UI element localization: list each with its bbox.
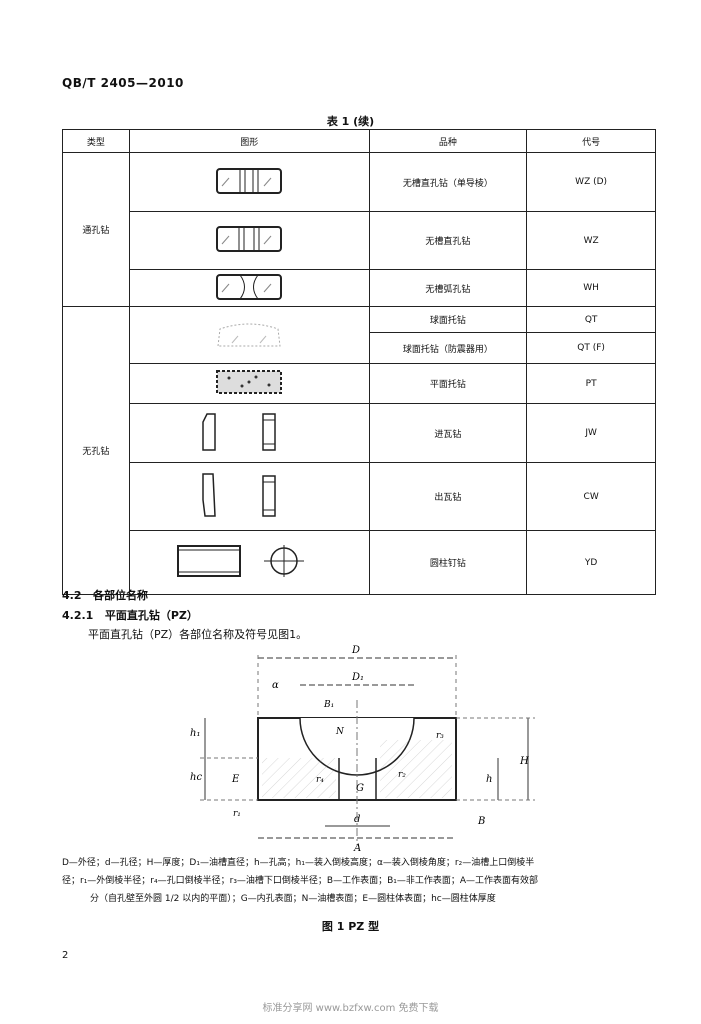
caption-line-3: 分（自孔壁至外圆 1/2 以内的平面）；G—内孔表面；N—油槽表面；E—圆柱体表… <box>90 894 496 904</box>
label-r1: r₁ <box>233 809 241 819</box>
variety-table: 类型 图形 品种 代号 通孔钻 无槽直孔钻（单导棱） WZ (D) 无槽直 <box>62 129 656 595</box>
code-cell: WZ <box>526 211 656 270</box>
shape-flat-support-icon <box>216 370 283 394</box>
header-code: 代号 <box>526 129 656 153</box>
variety-cell: 球面托钻（防震器用） <box>368 332 528 364</box>
standard-code: QB/T 2405—2010 <box>62 76 184 90</box>
variety-cell: 出瓦钻 <box>368 462 528 531</box>
figure-title: 图 1 PZ 型 <box>321 920 380 933</box>
figure-cell <box>128 306 370 364</box>
label-B1: B₁ <box>323 700 334 710</box>
table-row: 无槽弧孔钻 WH <box>63 269 656 307</box>
code-cell: QT <box>526 306 656 333</box>
label-h: h <box>486 774 492 785</box>
code-cell: QT (F) <box>526 332 656 364</box>
label-alpha: α <box>272 680 279 691</box>
section-title: 平面直孔钻（PZ） <box>104 609 198 622</box>
label-d: d <box>354 814 360 825</box>
variety-cell: 圆柱钉钻 <box>368 530 528 595</box>
figure-cell <box>128 152 370 212</box>
code-cell: CW <box>526 462 656 531</box>
table-row: 通孔钻 无槽直孔钻（单导棱） WZ (D) <box>62 152 656 307</box>
shape-arc-hole-icon <box>216 273 283 300</box>
header-type: 类型 <box>62 129 130 153</box>
caption-line-2: 径；r₁—外倒棱半径；r₄—孔口倒棱半径；r₃—油槽下口倒棱半径；B—工作表面；… <box>62 876 539 886</box>
shape-cylinder-pin-icon <box>177 545 305 577</box>
code-cell: JW <box>526 403 656 463</box>
figure-cell <box>128 211 370 270</box>
table-header-row: 类型 图形 品种 代号 <box>62 129 656 153</box>
figure-cell <box>128 363 370 404</box>
label-D1: D₁ <box>351 672 364 683</box>
variety-cell: 球面托钻 <box>368 306 528 333</box>
paragraph: 平面直孔钻（PZ）各部位名称及符号见图1。 <box>88 628 308 641</box>
shape-spherical-support-icon <box>217 323 281 346</box>
caption-line-1: D—外径；d—孔径；H—厚度；D₁—油槽直径；h—孔高；h₁—装入倒棱高度；α—… <box>62 858 535 868</box>
section-4-2-1: 4.2.1 平面直孔钻（PZ） <box>62 607 198 623</box>
label-hc: hc <box>190 772 202 783</box>
variety-cell: 无槽弧孔钻 <box>368 269 528 307</box>
type-cell: 无孔钻 <box>62 306 130 595</box>
code-cell: WH <box>526 269 656 307</box>
label-r3: r₃ <box>436 731 444 741</box>
label-H: H <box>519 756 529 767</box>
table-row: 进瓦钻 JW <box>63 403 656 463</box>
figure-cell <box>128 530 370 595</box>
label-A: A <box>353 843 361 854</box>
type-cell: 通孔钻 <box>62 152 130 307</box>
shape-straight-hole-icon <box>216 226 283 252</box>
figure-cell <box>128 269 370 307</box>
code-cell: WZ (D) <box>526 152 656 212</box>
header-figure: 图形 <box>128 129 370 153</box>
figure-cell <box>128 462 370 531</box>
variety-cell: 无槽直孔钻 <box>368 211 528 270</box>
label-G: G <box>356 783 364 794</box>
label-r2: r₂ <box>398 770 406 780</box>
section-number: 4.2 <box>62 589 82 602</box>
pz-diagram: D D₁ α B₁ N r₃ h₁ hc h H E r₄ G r₂ r₁ B … <box>190 645 535 854</box>
section-number: 4.2.1 <box>62 609 94 622</box>
table-row: 出瓦钻 CW <box>63 462 656 531</box>
label-N: N <box>335 727 345 737</box>
section-4-2: 4.2 各部位名称 <box>62 587 148 603</box>
table-row: 圆柱钉钻 YD <box>63 530 656 595</box>
section-title: 各部位名称 <box>93 589 148 602</box>
shape-straight-hole-single-icon <box>216 167 283 194</box>
table-title: 表 1 (续) <box>326 115 375 128</box>
label-r4: r₄ <box>316 775 324 785</box>
shape-entry-jewel-icon <box>202 412 276 451</box>
label-B: B <box>477 816 485 827</box>
table-row: 无孔钻 球面托钻 QT <box>62 306 656 595</box>
watermark: 标准分享网 www.bzfxw.com 免费下载 <box>262 1003 439 1014</box>
variety-cell: 平面托钻 <box>368 363 528 404</box>
table-row: 平面托钻 PT <box>63 363 656 404</box>
page-number: 2 <box>62 950 69 961</box>
table-row: 无槽直孔钻 WZ <box>63 211 656 270</box>
variety-cell: 无槽直孔钻（单导棱） <box>368 152 528 212</box>
variety-cell: 进瓦钻 <box>368 403 528 463</box>
shape-exit-jewel-icon <box>202 473 276 517</box>
code-cell: YD <box>526 530 656 595</box>
code-cell: PT <box>526 363 656 404</box>
figure-cell <box>128 403 370 463</box>
label-D: D <box>351 645 360 656</box>
header-variety: 品种 <box>368 129 528 153</box>
label-h1: h₁ <box>190 728 200 739</box>
label-E: E <box>231 774 240 785</box>
